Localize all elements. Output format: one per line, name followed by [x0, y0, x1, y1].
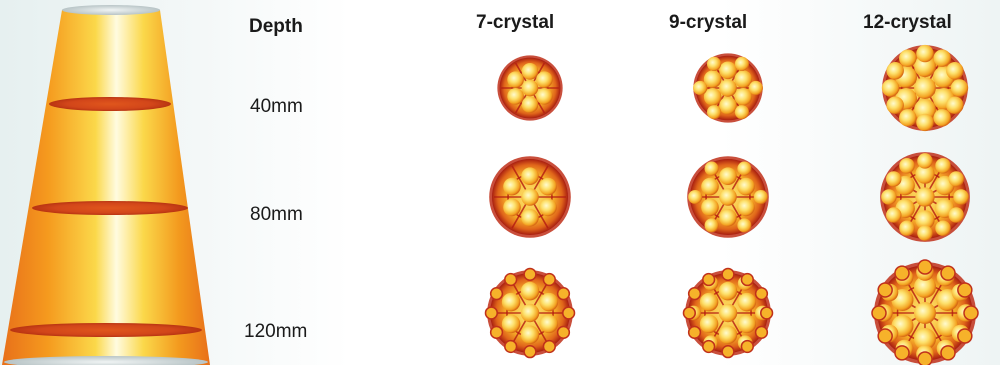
beam-pattern-9-crystal-80mm: [687, 156, 769, 238]
column-header-12-crystal: 12-crystal: [863, 12, 952, 34]
beam-pattern-7-crystal-40mm: [497, 55, 562, 120]
depth-label-120mm: 120mm: [244, 321, 307, 343]
beam-pattern-7-crystal-80mm: [489, 156, 571, 238]
beam-pattern-12-crystal-80mm: [880, 152, 970, 242]
column-header-7-crystal: 7-crystal: [476, 12, 554, 34]
beam-pattern-12-crystal-120mm: [872, 260, 978, 365]
beam-pattern-7-crystal-120mm: [485, 268, 574, 357]
depth-label-40mm: 40mm: [250, 96, 303, 118]
column-header-9-crystal: 9-crystal: [669, 12, 747, 34]
beam-pattern-12-crystal-40mm: [882, 45, 968, 131]
beam-pattern-9-crystal-120mm: [683, 268, 772, 357]
depth-column-header: Depth: [249, 16, 303, 38]
depth-label-80mm: 80mm: [250, 204, 303, 226]
beam-pattern-9-crystal-40mm: [693, 53, 763, 122]
